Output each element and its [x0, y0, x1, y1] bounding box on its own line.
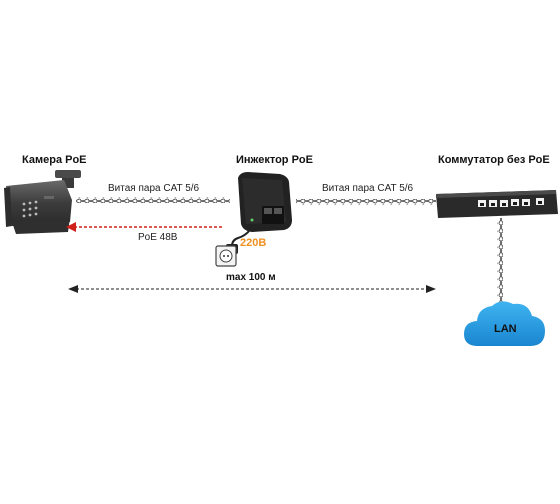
cloud-icon	[464, 301, 545, 346]
cable-lan	[497, 218, 503, 302]
mains-voltage-label: 220В	[240, 237, 267, 249]
poe-arrow	[66, 222, 222, 232]
power-outlet-icon	[215, 245, 237, 267]
switch-label: Коммутатор без PoE	[438, 154, 550, 166]
injector-icon	[238, 172, 292, 232]
distance-arrow	[68, 285, 436, 293]
distance-label: max 100 м	[226, 272, 276, 283]
camera-icon	[4, 170, 81, 234]
lan-label: LAN	[494, 323, 517, 335]
cable-left	[76, 197, 230, 203]
cable-right	[296, 199, 436, 205]
switch-icon	[436, 190, 558, 218]
camera-label: Камера PoE	[22, 154, 87, 166]
poe-label: PoE 48B	[138, 232, 178, 243]
cable-left-label: Витая пара CAT 5/6	[108, 183, 200, 194]
injector-label: Инжектор PoE	[236, 154, 313, 166]
cable-right-label: Витая пара CAT 5/6	[322, 183, 414, 194]
